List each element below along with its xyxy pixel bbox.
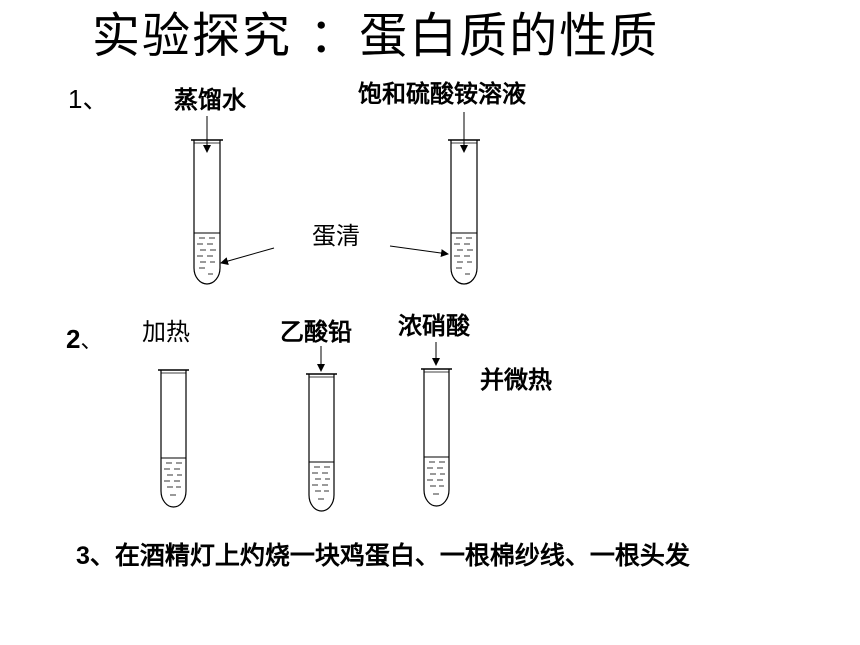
- section-2-suffix: 、: [80, 328, 103, 353]
- page-title: 实验探究 ：蛋白质的性质: [92, 8, 660, 64]
- section-1-number: 1、: [68, 84, 109, 114]
- arrow-egg-white-right: [389, 245, 449, 258]
- heat-label: 加热: [142, 318, 190, 346]
- warm-note-label: 并微热: [480, 366, 552, 394]
- test-tube-3: [158, 369, 189, 508]
- test-tube-5: [421, 368, 452, 507]
- section-2-number: 2、: [66, 326, 102, 352]
- arrow-egg-white-left: [220, 247, 275, 265]
- nitric-acid-label: 浓硝酸: [398, 312, 470, 340]
- test-tube-4: [306, 373, 337, 512]
- lead-acetate-label: 乙酸铅: [280, 318, 352, 346]
- egg-white-label: 蛋清: [312, 222, 360, 250]
- section-3-digit: 3: [76, 542, 90, 570]
- section-3-description: 、在酒精灯上灼烧一块鸡蛋白、一根棉纱线、一根头发: [89, 541, 690, 570]
- ammonium-sulfate-label: 饱和硫酸铵溶液: [358, 80, 526, 108]
- section-3-text: 3、在酒精灯上灼烧一块鸡蛋白、一根棉纱线、一根头发: [76, 543, 690, 569]
- distilled-water-label: 蒸馏水: [174, 86, 246, 114]
- section-2-digit: 2: [66, 324, 81, 354]
- test-tube-2: [448, 139, 480, 285]
- test-tube-1: [191, 139, 223, 285]
